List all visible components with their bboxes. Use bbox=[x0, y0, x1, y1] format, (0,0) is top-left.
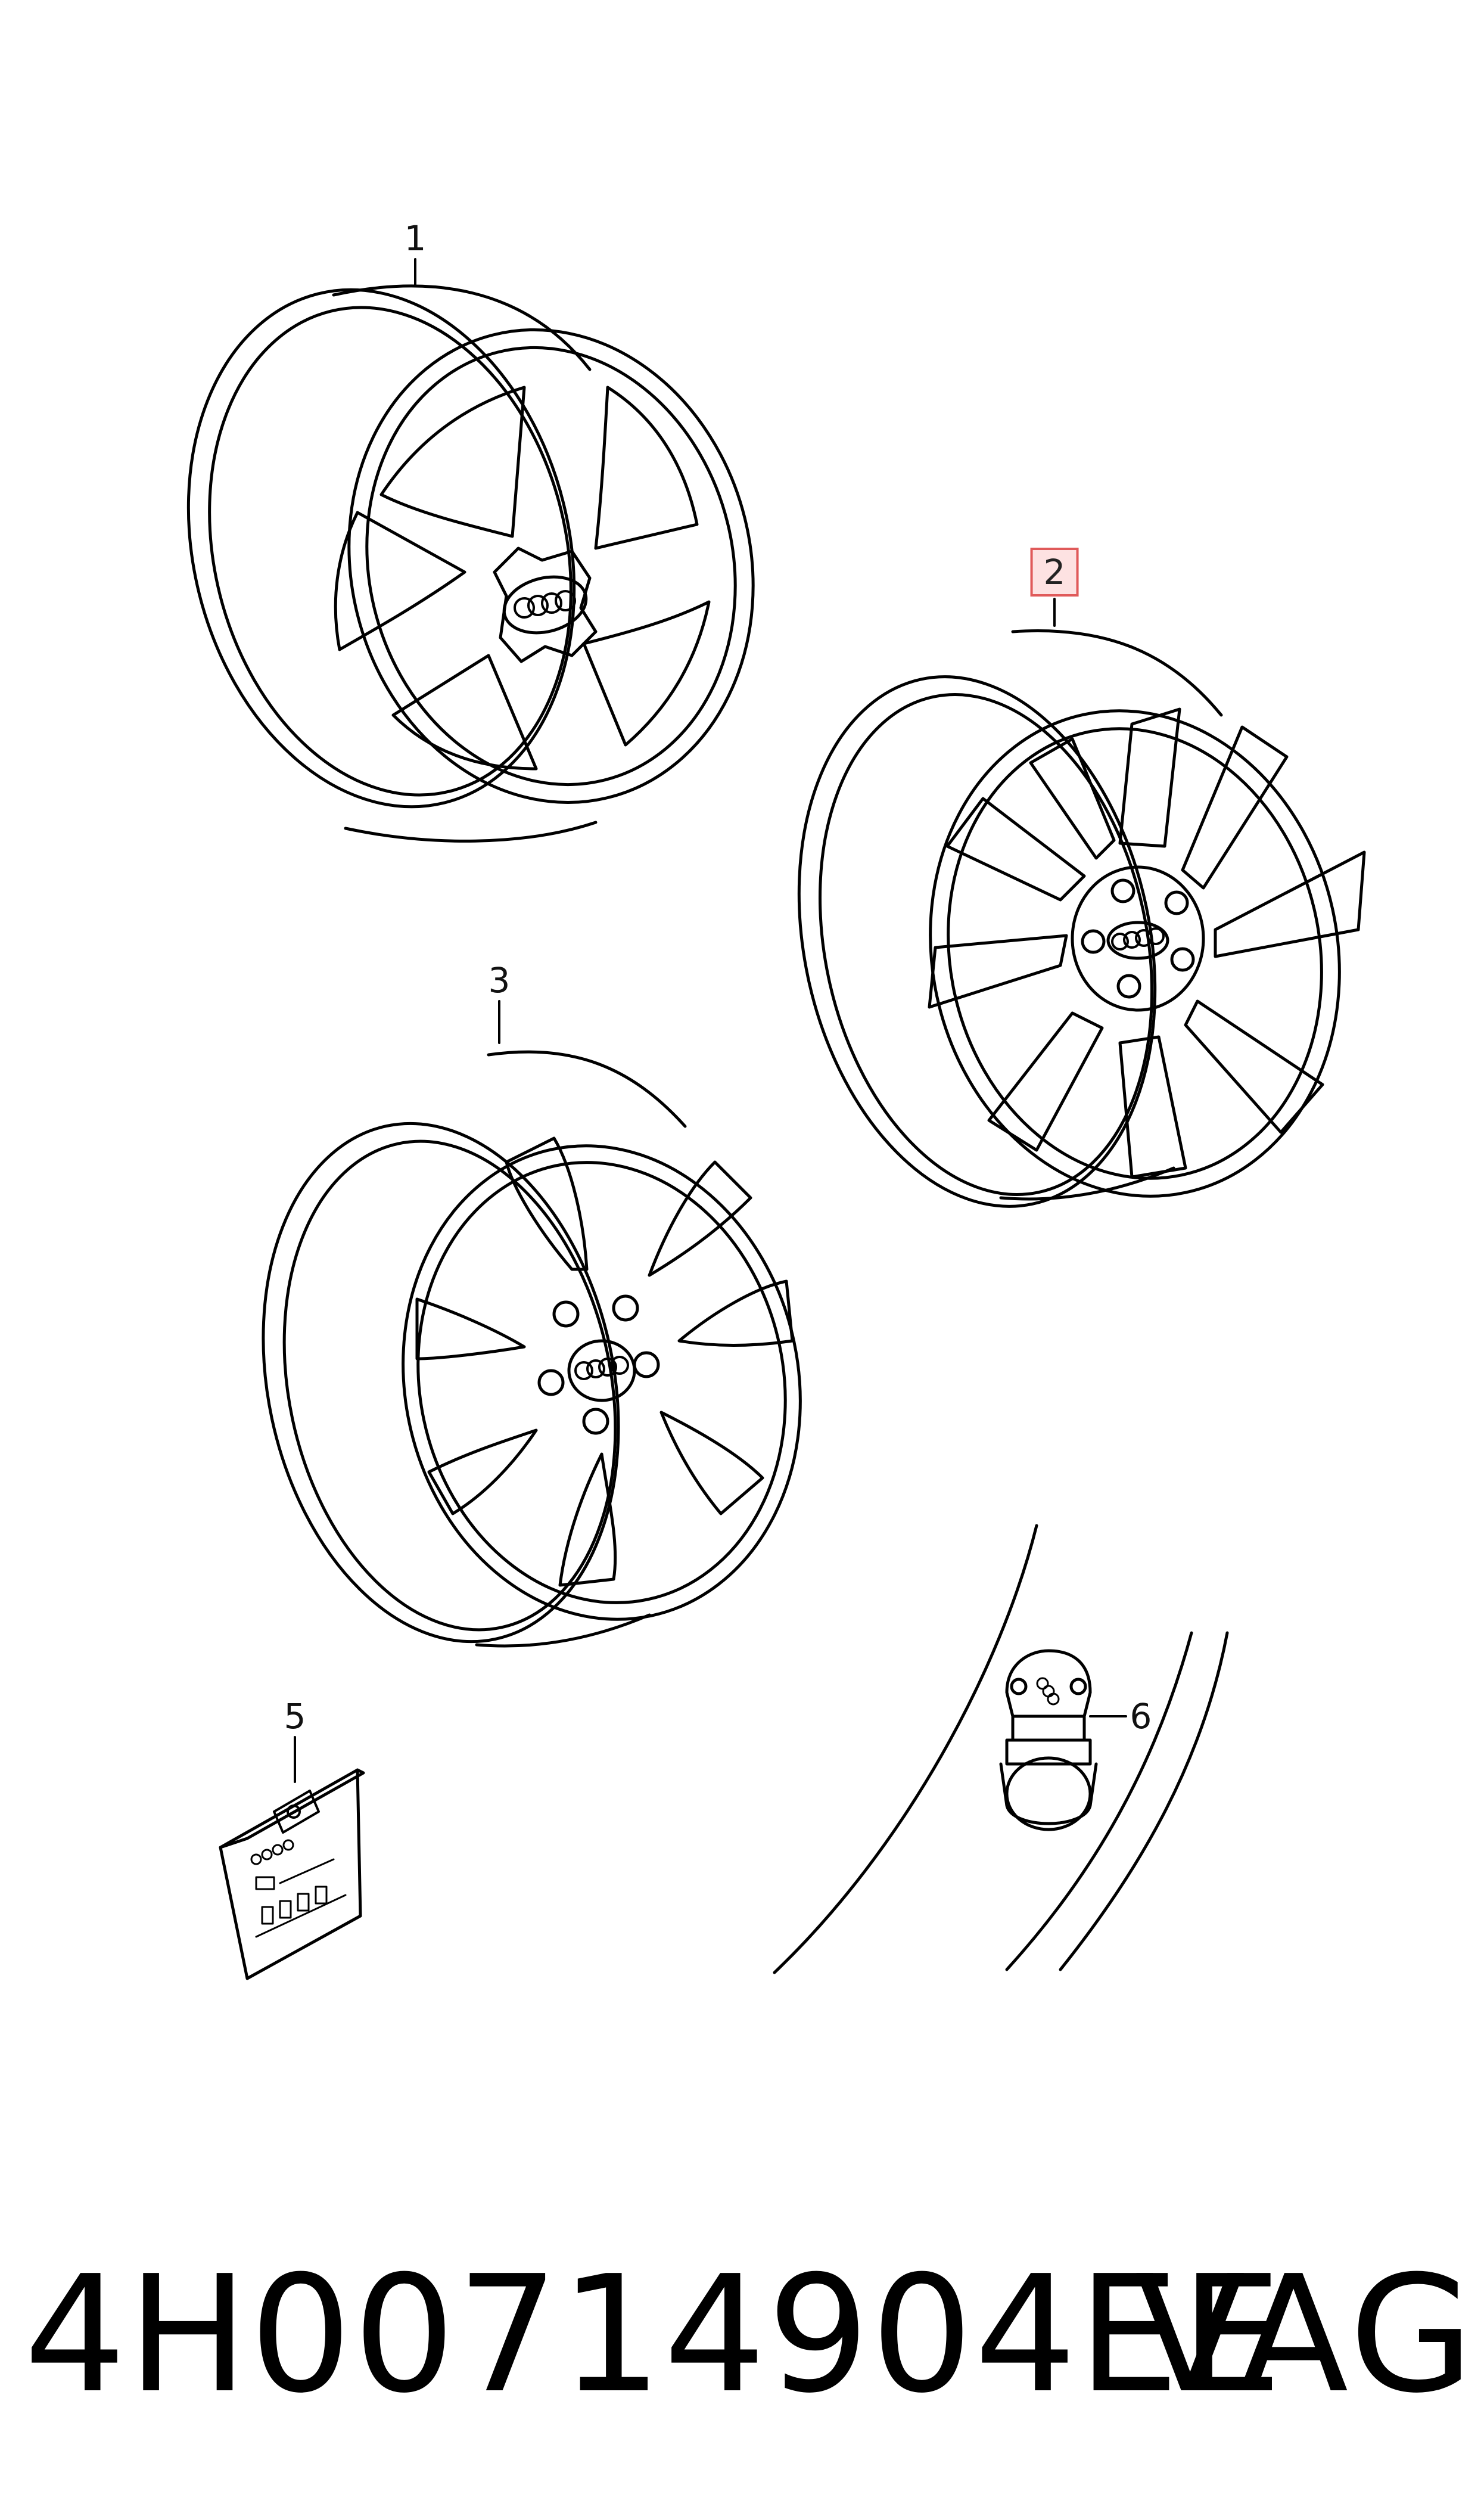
brand-label: VAG bbox=[1135, 2241, 1477, 2428]
callout-5[interactable]: 5 bbox=[284, 1696, 306, 1737]
callout-1[interactable]: 1 bbox=[404, 218, 427, 259]
callout-2[interactable]: 2 bbox=[1030, 548, 1079, 597]
callout-6[interactable]: 6 bbox=[1130, 1696, 1152, 1737]
valve-cap-icon[interactable] bbox=[773, 1524, 1229, 1974]
callout-3[interactable]: 3 bbox=[488, 960, 511, 1001]
seven-spoke-wheel-icon[interactable] bbox=[217, 1050, 844, 1675]
parts-diagram bbox=[136, 249, 1384, 1980]
footer: 4H00714904EE VAG bbox=[24, 2241, 1477, 2428]
part-number: 4H00714904EE bbox=[24, 2241, 1284, 2428]
ten-spoke-wheel-icon[interactable] bbox=[752, 629, 1384, 1240]
callout-leaders bbox=[294, 258, 1127, 1783]
five-spoke-wheel-icon[interactable] bbox=[136, 249, 802, 848]
wheel-bolt-package-icon[interactable] bbox=[219, 1768, 365, 1980]
